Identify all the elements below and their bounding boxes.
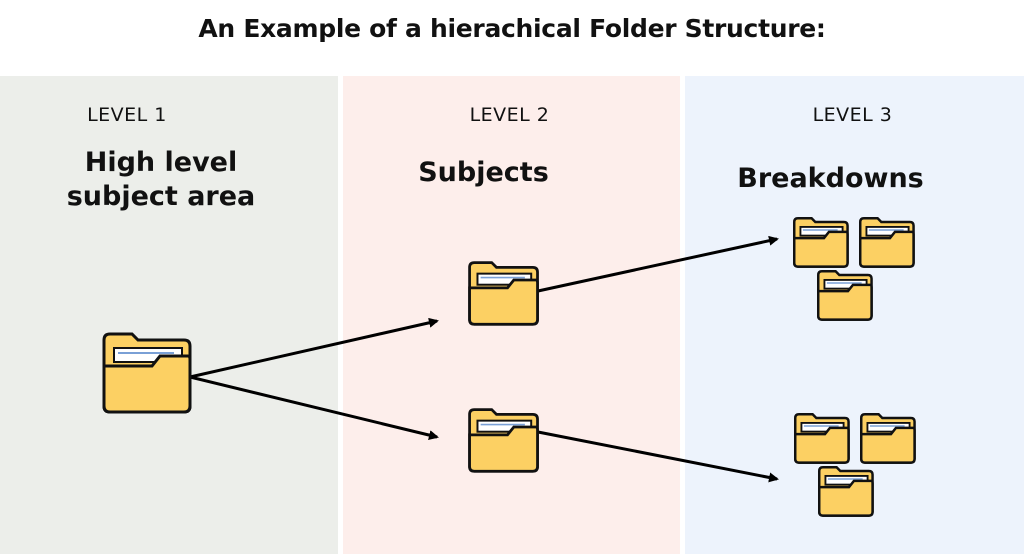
arrow-l1-to-l2-bottom <box>189 375 439 440</box>
level-1-heading: High level subject area <box>66 147 256 212</box>
level-3-folder-icon <box>793 217 849 268</box>
diagram-title: An Example of a hierachical Folder Struc… <box>198 14 826 43</box>
level-3-label: LEVEL 3 <box>812 104 893 126</box>
level-2-folder-icon-bottom <box>468 408 539 473</box>
arrow-l2-to-l3-bottom <box>537 430 779 483</box>
level-1-label: LEVEL 1 <box>87 104 167 126</box>
arrow-l1-to-l2-top <box>189 317 439 379</box>
level-3-folder-icon <box>818 466 874 517</box>
level-3-folder-icon <box>860 413 916 464</box>
level-2-heading: Subjects <box>418 157 549 188</box>
level-2-label: LEVEL 2 <box>469 104 550 126</box>
level-3-folder-icon <box>794 413 850 464</box>
level-3-heading: Breakdowns <box>737 163 924 194</box>
arrow-l2-to-l3-top <box>537 235 779 293</box>
level-1-folder-icon <box>102 332 192 414</box>
level-2-folder-icon-top <box>468 261 539 326</box>
level-3-folder-icon <box>817 270 873 321</box>
level-1-column: LEVEL 1 High level subject area <box>0 76 338 554</box>
level-3-folder-icon <box>859 217 915 268</box>
